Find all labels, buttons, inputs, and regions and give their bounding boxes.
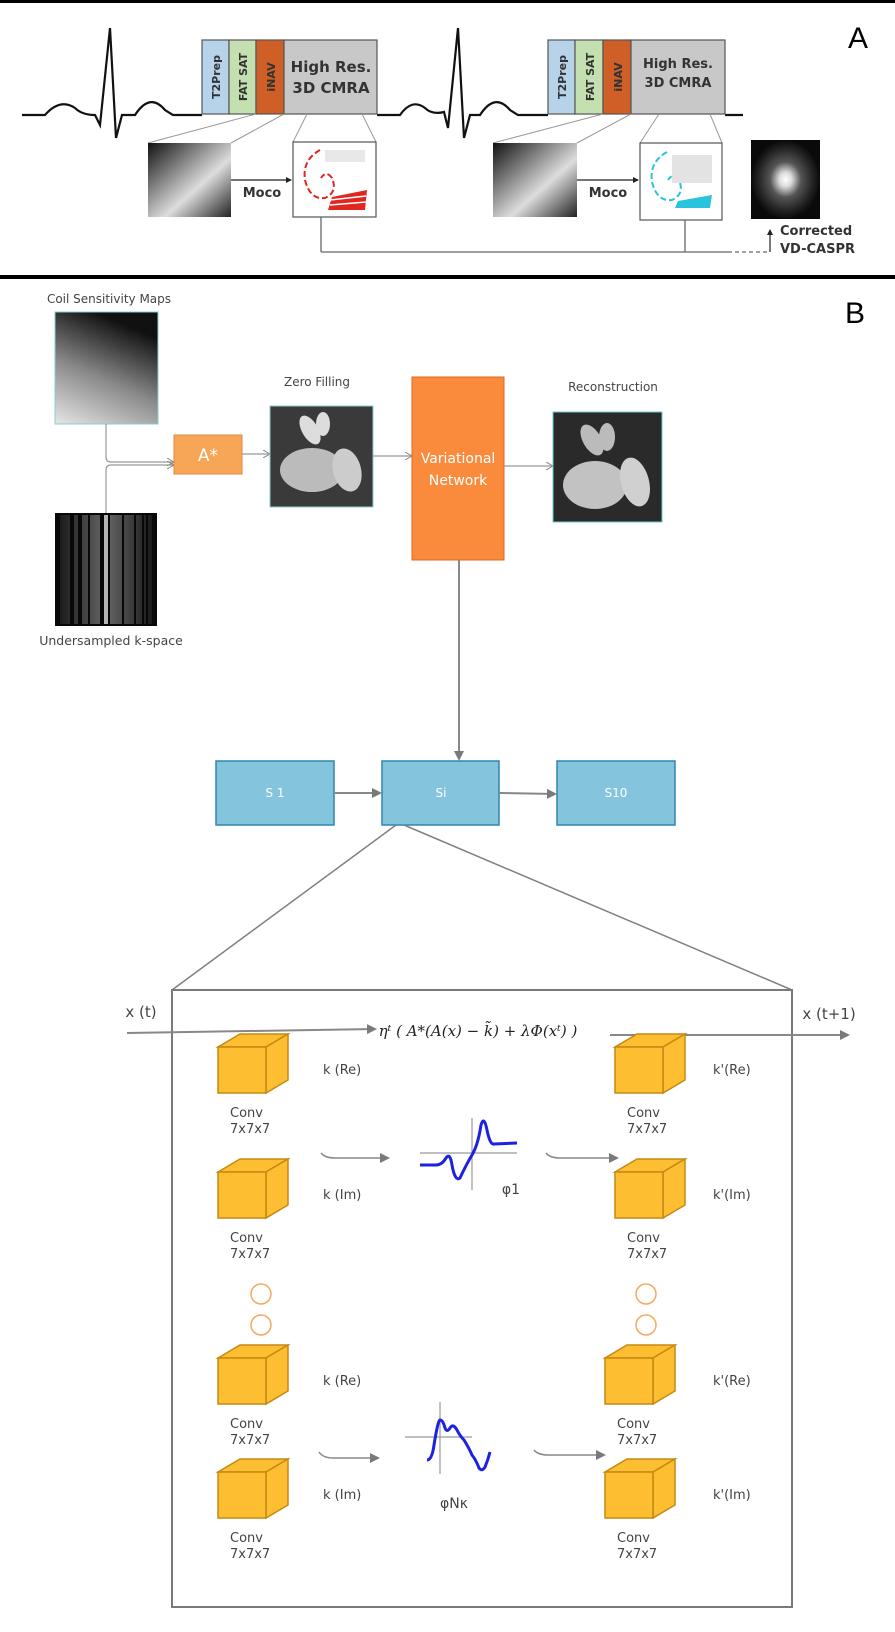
stage-si: Si (381, 760, 500, 826)
variational-network-box (411, 376, 505, 561)
acq-line1-2: High Res. (643, 57, 713, 72)
t2prep-segment (201, 39, 230, 115)
reconstruction-image (552, 411, 663, 523)
input-label: x (t) (125, 1003, 156, 1021)
conv-cube-left (215, 1343, 291, 1406)
fatsat-label-2: FAT SAT (584, 52, 597, 101)
conv-label: Conv (617, 1417, 650, 1432)
kspace-image (55, 513, 157, 626)
adjoint-operator-label: A* (198, 446, 218, 466)
k-output-label: k'(Re) (713, 1374, 751, 1389)
conv-cube-right (612, 1032, 688, 1095)
k-output-label: k'(Im) (713, 1188, 751, 1203)
conv-cube-right (602, 1343, 678, 1406)
fatsat-segment (228, 39, 257, 115)
sequence-block-1: T2Prep FAT SAT iNAV High Res. 3D CMRA (201, 39, 378, 115)
moco-label-2: Moco (589, 186, 628, 201)
coil-sensitivity-image (54, 311, 159, 425)
reconstruction-label: Reconstruction (568, 380, 658, 394)
conv-cube-left (215, 1157, 291, 1220)
adjoint-operator-box (173, 434, 243, 475)
stage-s1: S 1 (215, 760, 335, 826)
conv-cube-right (612, 1157, 688, 1220)
kspace-label: Undersampled k-space (39, 633, 183, 648)
vn-label-line1: Variational (421, 451, 496, 467)
conv-label: Conv (230, 1531, 263, 1546)
update-formula: ηᵗ ( A*(A(x) − k̃) + λΦ(xᵗ) ) (379, 1021, 578, 1040)
inav-segment (255, 39, 285, 115)
stage-s10-label: S10 (605, 786, 628, 800)
inav-label-2: iNAV (612, 62, 625, 92)
acq-line2-2: 3D CMRA (645, 76, 712, 91)
t2prep-label-2: T2Prep (556, 55, 569, 99)
inav-image-2 (493, 143, 577, 217)
inav-label: iNAV (265, 62, 278, 92)
stage-s10: S10 (556, 760, 676, 826)
panel-a-label: A (848, 22, 868, 55)
ellipsis-right (635, 1283, 657, 1336)
zero-filling-image (269, 405, 374, 508)
k-output-label: k'(Im) (713, 1488, 751, 1503)
conv-label: Conv (230, 1417, 263, 1432)
activation-function-1 (420, 1118, 518, 1190)
ecg-trace (22, 27, 743, 139)
acquisition-segment (283, 39, 378, 115)
zero-filling-label: Zero Filling (284, 375, 350, 389)
conv-cube-right (602, 1457, 678, 1520)
kernel-size-label: 7x7x7 (627, 1247, 667, 1262)
k-output-label: k'(Re) (713, 1063, 751, 1078)
vn-label-line2: Network (429, 473, 488, 489)
kernel-size-label: 7x7x7 (617, 1433, 657, 1448)
stage-s1-label: S 1 (265, 786, 284, 800)
kernel-size-label: 7x7x7 (230, 1247, 270, 1262)
coil-maps-label: Coil Sensitivity Maps (47, 292, 171, 306)
k-input-label: k (Im) (323, 1188, 361, 1203)
inav-image (148, 143, 231, 217)
kernel-size-label: 7x7x7 (230, 1433, 270, 1448)
kernel-size-label: 7x7x7 (230, 1122, 270, 1137)
panel-separator (0, 275, 895, 279)
vd-caspr-label: VD-CASPR (780, 242, 855, 257)
k-input-label: k (Im) (323, 1488, 361, 1503)
conv-label: Conv (627, 1231, 660, 1246)
conv-cube-left (215, 1032, 291, 1095)
sequence-block-2: T2Prep FAT SAT iNAV High Res. 3D CMRA (547, 39, 726, 115)
kspace-lines (60, 515, 152, 624)
fatsat-label: FAT SAT (237, 52, 250, 101)
kernel-size-label: 7x7x7 (617, 1547, 657, 1562)
conv-label: Conv (230, 1231, 263, 1246)
top-border (0, 0, 895, 3)
acq-line2: 3D CMRA (292, 79, 370, 97)
stage-si-label: Si (436, 786, 447, 800)
activation-n-label: φNκ (440, 1496, 468, 1512)
conv-label: Conv (627, 1106, 660, 1121)
spiral-trajectory-red (292, 141, 377, 218)
vd-caspr-sampling-image (751, 140, 820, 219)
k-input-label: k (Re) (323, 1374, 361, 1389)
moco-label: Moco (243, 186, 282, 201)
conv-label: Conv (617, 1531, 650, 1546)
k-input-label: k (Re) (323, 1063, 361, 1078)
t2prep-label: T2Prep (210, 55, 223, 99)
activation-function-n (405, 1402, 492, 1474)
spiral-trajectory-cyan (639, 142, 723, 221)
conv-label: Conv (230, 1106, 263, 1121)
conv-cube-left (215, 1457, 291, 1520)
ellipsis-left (250, 1283, 272, 1336)
stage-detail-box (171, 989, 793, 1608)
panel-b-label: B (845, 297, 865, 330)
activation-1-label: φ1 (502, 1182, 520, 1198)
kernel-size-label: 7x7x7 (230, 1547, 270, 1562)
acq-line1: High Res. (291, 58, 372, 76)
corrected-label: Corrected (780, 224, 852, 239)
output-label: x (t+1) (802, 1005, 855, 1023)
kernel-size-label: 7x7x7 (627, 1122, 667, 1137)
